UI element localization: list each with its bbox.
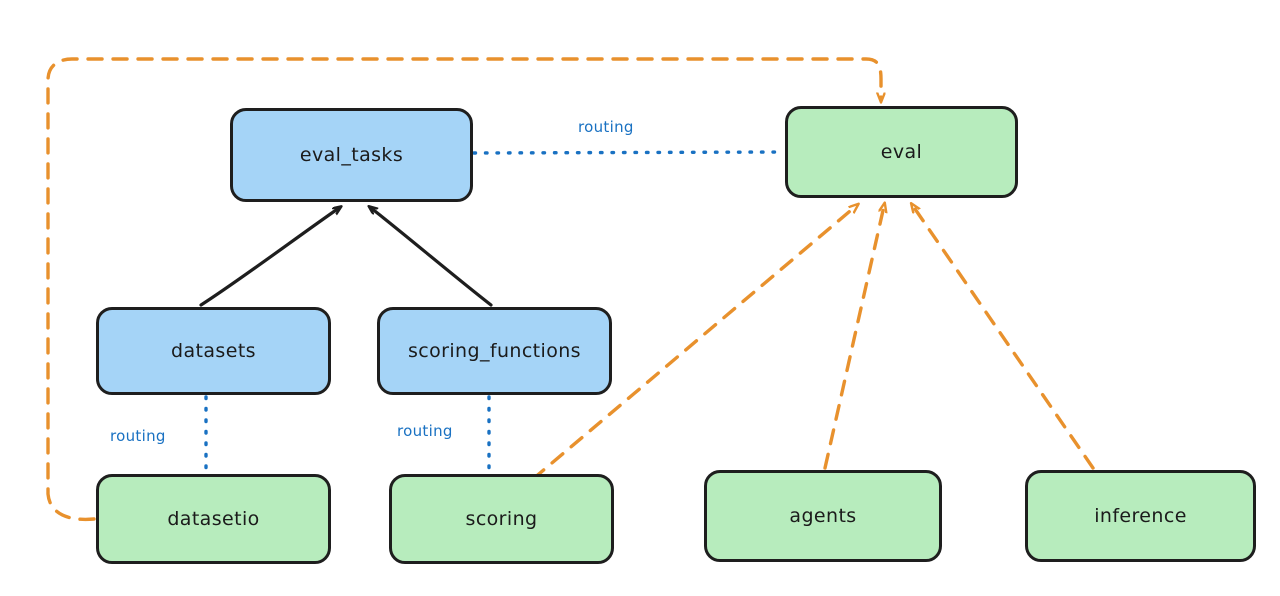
node-eval-tasks[interactable]: eval_tasks: [230, 108, 473, 202]
node-datasets[interactable]: datasets: [96, 307, 331, 395]
node-label: eval: [880, 141, 923, 163]
edge-label-routing-eval-tasks-eval: routing: [578, 118, 634, 136]
node-label: scoring_functions: [408, 340, 581, 362]
node-agents[interactable]: agents: [704, 470, 942, 562]
edge-agents-to-eval-dependency: [823, 206, 884, 470]
node-scoring[interactable]: scoring: [389, 474, 614, 564]
node-scoring-functions[interactable]: scoring_functions: [377, 307, 612, 395]
edge-datasetio-to-eval-dependency: [46, 57, 881, 522]
edge-label-routing-datasets-datasetio: routing: [110, 427, 166, 445]
node-inference[interactable]: inference: [1025, 470, 1256, 562]
edge-scoring-functions-to-eval-tasks: [371, 208, 493, 307]
edge-inference-to-eval-dependency: [913, 206, 1095, 470]
node-label: datasets: [171, 340, 256, 362]
node-datasetio[interactable]: datasetio: [96, 474, 331, 564]
edge-datasets-to-eval-tasks: [199, 208, 339, 307]
node-label: inference: [1094, 505, 1187, 527]
edge-label-routing-scoring-functions-scoring: routing: [397, 422, 453, 440]
node-label: eval_tasks: [299, 144, 404, 166]
edge-eval-tasks-to-eval-routing: [472, 150, 785, 155]
edge-scoring-to-eval-dependency: [531, 206, 856, 481]
node-label: scoring: [465, 508, 538, 530]
node-label: datasetio: [167, 508, 260, 530]
node-eval[interactable]: eval: [785, 106, 1018, 198]
node-label: agents: [789, 505, 857, 527]
